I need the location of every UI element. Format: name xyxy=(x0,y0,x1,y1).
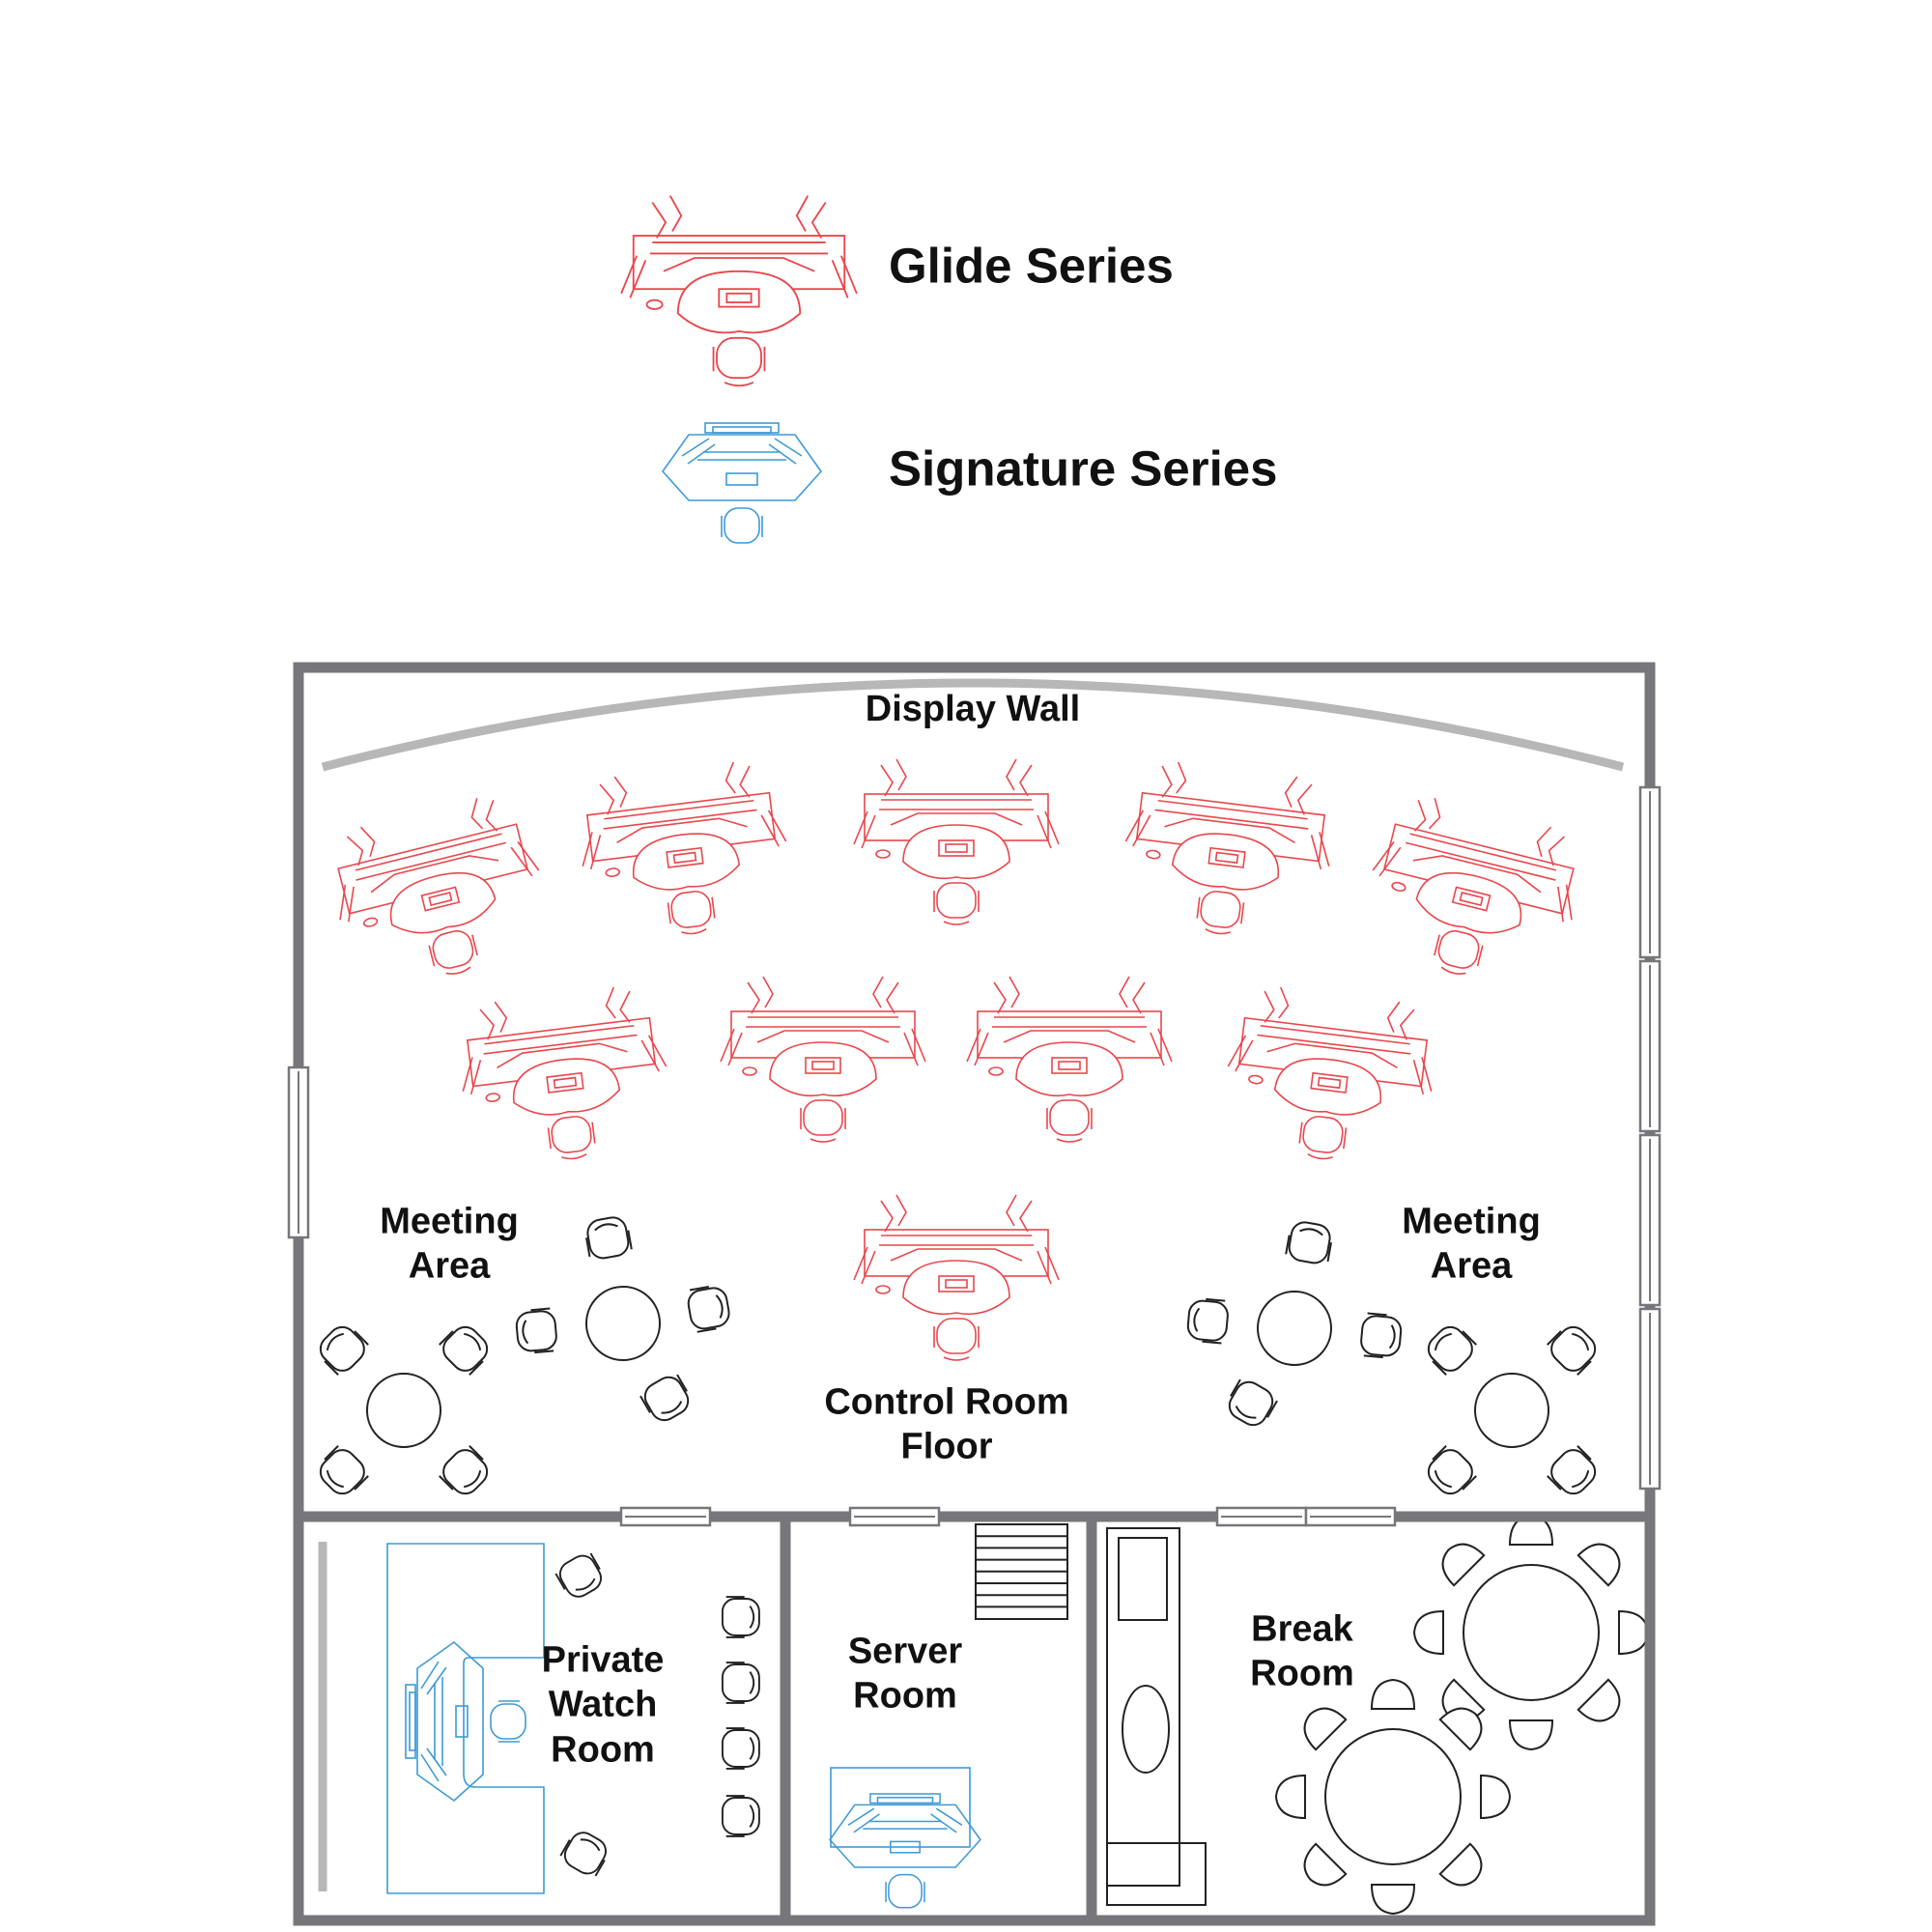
server-room-desk xyxy=(830,1767,971,1848)
chair-icon xyxy=(721,1795,760,1837)
chair-icon xyxy=(1371,1884,1415,1915)
glide-console-icon xyxy=(571,755,797,948)
chair-icon xyxy=(1221,1375,1281,1433)
display-wall-label: Display Wall xyxy=(865,688,1081,729)
glide-console-icon xyxy=(318,786,559,999)
chair-icon xyxy=(557,1826,613,1881)
round-table-icon xyxy=(1324,1728,1462,1865)
glide-console-icon xyxy=(1217,980,1443,1173)
chair-icon xyxy=(1577,1533,1631,1587)
chair-icon xyxy=(1358,1312,1404,1360)
chair-icon xyxy=(1275,1775,1306,1819)
round-table-icon xyxy=(366,1373,441,1448)
round-table-icon xyxy=(1463,1564,1600,1701)
glide-console-icon xyxy=(853,1194,1060,1361)
chair-icon xyxy=(312,1441,373,1502)
private-watch-room-label: Private Watch Room xyxy=(541,1639,665,1771)
chair-icon xyxy=(1438,1842,1492,1896)
legend-glide-label: Glide Series xyxy=(889,238,1174,294)
chair-icon xyxy=(1509,1719,1553,1750)
meeting-area-left-label: Meeting Area xyxy=(380,1201,519,1287)
chair-icon xyxy=(1420,1319,1481,1379)
break-room-counter xyxy=(1106,1527,1180,1887)
display-wall xyxy=(321,678,1625,772)
sink-icon xyxy=(1122,1685,1170,1774)
signature-console-icon xyxy=(829,1793,981,1909)
meeting-area-right-label: Meeting Area xyxy=(1402,1201,1541,1287)
chair-icon xyxy=(1293,1842,1348,1896)
chair-icon xyxy=(1371,1679,1415,1710)
chair-icon xyxy=(1185,1296,1231,1345)
private-watch-desk xyxy=(386,1543,545,1894)
chair-icon xyxy=(1543,1319,1604,1379)
chair-icon xyxy=(721,1727,760,1770)
glide-console-icon xyxy=(1352,786,1594,999)
chair-icon xyxy=(721,1596,760,1638)
chair-icon xyxy=(1543,1441,1604,1502)
chair-icon xyxy=(1284,1218,1335,1266)
signature-console-icon xyxy=(405,1641,526,1802)
chair-icon xyxy=(1577,1678,1631,1732)
chair-icon xyxy=(1618,1610,1649,1655)
chair-icon xyxy=(553,1548,609,1604)
chair-icon xyxy=(721,1662,760,1704)
chair-icon xyxy=(637,1370,696,1428)
chair-icon xyxy=(1432,1533,1486,1587)
chair-icon xyxy=(1293,1697,1348,1751)
control-room-floor-label: Control Room Floor xyxy=(824,1381,1069,1467)
break-room-label: Break Room xyxy=(1250,1608,1354,1694)
chair-icon xyxy=(514,1307,559,1355)
glide-console-icon xyxy=(451,980,677,1173)
chair-icon xyxy=(1413,1610,1444,1655)
glide-console-icon xyxy=(720,976,926,1143)
refrigerator-icon xyxy=(1118,1537,1168,1621)
legend-glide-console-icon xyxy=(620,194,858,387)
cabinet-icon xyxy=(1106,1842,1207,1906)
chair-icon xyxy=(435,1441,496,1502)
round-table-icon xyxy=(585,1286,661,1361)
server-room-label: Server Room xyxy=(847,1631,963,1717)
chair-icon xyxy=(685,1283,733,1334)
chair-icon xyxy=(435,1319,496,1379)
chair-icon xyxy=(582,1213,634,1262)
glide-console-icon xyxy=(853,758,1060,925)
glide-console-icon xyxy=(966,976,1173,1143)
round-table-icon xyxy=(1257,1291,1332,1366)
glide-console-icon xyxy=(1115,755,1341,948)
legend-signature-label: Signature Series xyxy=(889,440,1278,497)
chair-icon xyxy=(1420,1441,1481,1502)
chair-icon xyxy=(1480,1775,1511,1819)
round-table-icon xyxy=(1474,1373,1549,1448)
legend-signature-console-icon xyxy=(662,422,822,544)
chair-icon xyxy=(312,1319,373,1379)
